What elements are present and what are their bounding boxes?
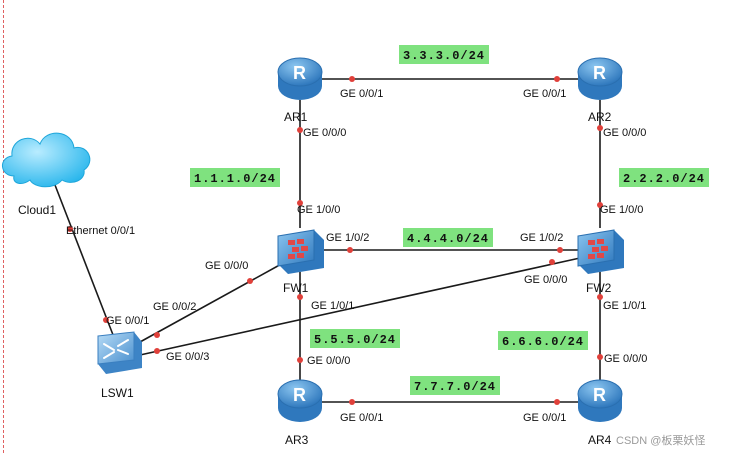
device-label-ar2: AR2	[588, 110, 612, 124]
svg-text:R: R	[593, 385, 606, 405]
switch-icon	[97, 331, 142, 374]
router-ar4[interactable]: R	[577, 379, 623, 422]
port-label-lsw1-ge003: GE 0/0/3	[166, 351, 209, 363]
device-label-ar3: AR3	[285, 433, 309, 447]
port-label-cloud-eth001: Ethernet 0/0/1	[66, 225, 135, 237]
link-cloud-lsw1	[54, 184, 116, 341]
switch-lsw1[interactable]	[97, 331, 142, 374]
port-labels: GE 0/0/1 GE 0/0/1 GE 0/0/0 GE 1/0/0 GE 0…	[66, 88, 647, 424]
port-dot	[597, 202, 603, 208]
port-dot	[297, 127, 303, 133]
port-dot	[597, 354, 603, 360]
port-label-lsw1-ge002: GE 0/0/2	[153, 301, 196, 313]
subnet-label-4: 4.4.4.0/24	[407, 232, 489, 246]
link-fw1-lsw1	[139, 261, 286, 343]
port-label-fw1-ge100: GE 1/0/0	[297, 204, 340, 216]
port-dot	[549, 259, 555, 265]
firewall-icon	[277, 229, 324, 274]
port-label-ar2-ge001: GE 0/0/1	[523, 88, 566, 100]
subnet-label-2: 2.2.2.0/24	[623, 172, 705, 186]
port-dots	[67, 76, 603, 405]
port-label-ar3-ge000: GE 0/0/0	[307, 355, 350, 367]
svg-text:R: R	[593, 63, 606, 83]
subnet-label-1: 1.1.1.0/24	[194, 172, 276, 186]
device-label-ar4: AR4	[588, 433, 612, 447]
port-dot	[554, 399, 560, 405]
cloud-cloud1[interactable]	[2, 132, 91, 188]
port-label-fw1-ge101: GE 1/0/1	[311, 300, 354, 312]
port-dot	[554, 76, 560, 82]
port-dot	[247, 278, 253, 284]
device-label-ar1: AR1	[284, 110, 308, 124]
port-label-ar2-ge000: GE 0/0/0	[603, 127, 646, 139]
firewall-fw1[interactable]	[277, 229, 324, 274]
device-label-cloud1: Cloud1	[18, 203, 56, 217]
port-label-fw1-ge102: GE 1/0/2	[326, 232, 369, 244]
port-dot	[349, 76, 355, 82]
port-label-ar3-ge001: GE 0/0/1	[340, 412, 383, 424]
link-fw2-lsw1	[139, 257, 581, 356]
subnet-labels: 3.3.3.0/24 1.1.1.0/24 2.2.2.0/24 4.4.4.0…	[190, 45, 709, 395]
port-dot	[347, 247, 353, 253]
router-icon: R	[277, 57, 323, 100]
port-label-fw2-ge102: GE 1/0/2	[520, 232, 563, 244]
port-label-ar1-ge000: GE 0/0/0	[303, 127, 346, 139]
port-dot	[154, 332, 160, 338]
port-label-fw2-ge100: GE 1/0/0	[600, 204, 643, 216]
subnet-label-5: 5.5.5.0/24	[314, 333, 396, 347]
router-icon: R	[577, 57, 623, 100]
port-dot	[103, 317, 109, 323]
router-ar3[interactable]: R	[277, 379, 323, 422]
router-ar2[interactable]: R	[577, 57, 623, 100]
port-dot	[297, 200, 303, 206]
device-label-lsw1: LSW1	[101, 386, 134, 400]
port-dot	[597, 294, 603, 300]
router-ar1[interactable]: R	[277, 57, 323, 100]
firewall-icon	[577, 229, 624, 274]
port-label-fw2-ge000: GE 0/0/0	[524, 274, 567, 286]
firewall-fw2[interactable]	[577, 229, 624, 274]
watermark: CSDN @板栗妖怪	[616, 433, 705, 447]
port-dot	[597, 125, 603, 131]
port-dot	[349, 399, 355, 405]
svg-text:R: R	[293, 385, 306, 405]
cloud-icon	[2, 132, 91, 188]
svg-text:R: R	[293, 63, 306, 83]
port-dot	[67, 226, 73, 232]
port-label-ar4-ge000: GE 0/0/0	[604, 353, 647, 365]
port-label-ar4-ge001: GE 0/0/1	[523, 412, 566, 424]
port-label-lsw1-ge001: GE 0/0/1	[106, 315, 149, 327]
port-dot	[297, 294, 303, 300]
router-icon: R	[577, 379, 623, 422]
port-label-fw2-ge101: GE 1/0/1	[603, 300, 646, 312]
port-dot	[297, 357, 303, 363]
port-label-fw1-ge000: GE 0/0/0	[205, 260, 248, 272]
device-label-fw1: FW1	[283, 281, 309, 295]
port-label-ar1-ge001: GE 0/0/1	[340, 88, 383, 100]
port-dot	[557, 247, 563, 253]
subnet-label-3: 3.3.3.0/24	[403, 49, 485, 63]
port-dot	[154, 348, 160, 354]
subnet-label-6: 6.6.6.0/24	[502, 335, 584, 349]
links	[54, 78, 601, 403]
left-dashed-border	[3, 0, 4, 453]
subnet-label-7: 7.7.7.0/24	[414, 380, 496, 394]
device-label-fw2: FW2	[586, 281, 612, 295]
router-icon: R	[277, 379, 323, 422]
